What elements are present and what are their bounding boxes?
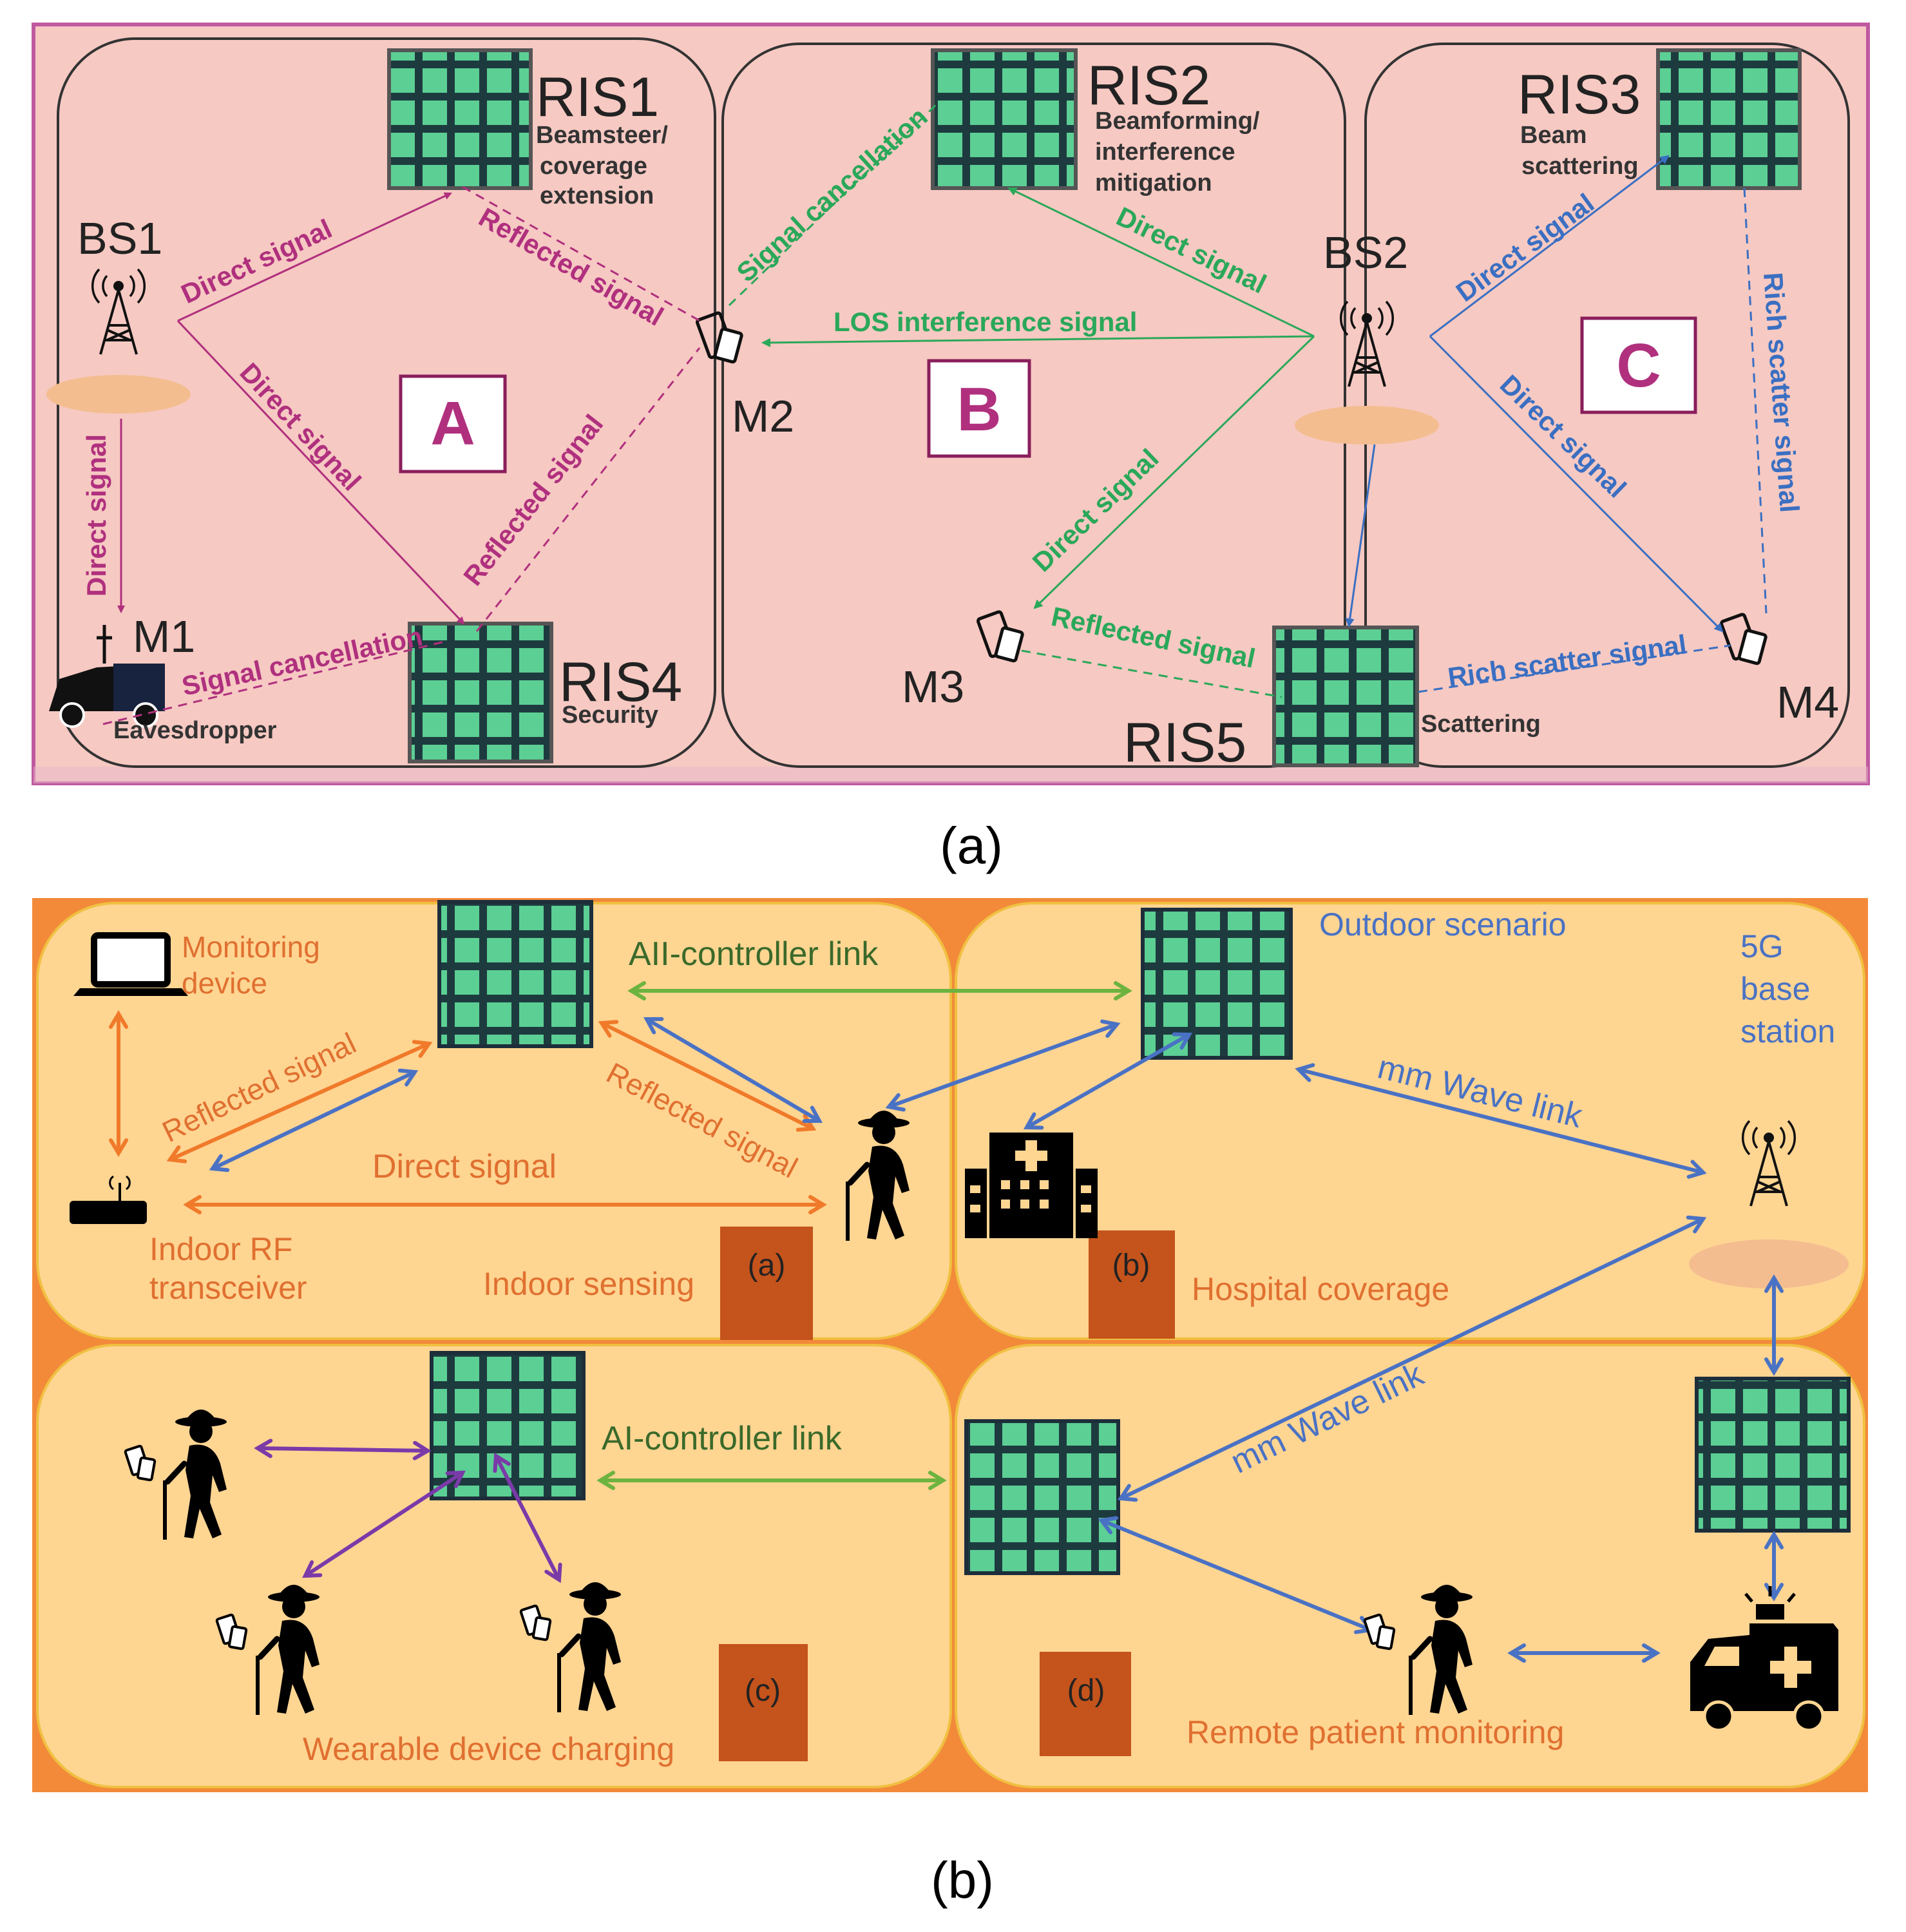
ris5-desc-1: Scattering	[1421, 711, 1541, 738]
link-m1-ris4	[102, 640, 445, 725]
arrow-ris-elder3	[493, 1452, 562, 1583]
router-icon	[70, 1175, 147, 1224]
monitoring-device-line1: Monitoring	[182, 930, 320, 964]
arrow-ris-elder2	[302, 1470, 466, 1578]
arrow-hospital-ris	[1023, 1032, 1193, 1130]
caption-a: (a)	[940, 817, 1003, 874]
m1-label: M1	[133, 611, 195, 662]
arrow-ris-elder-blue	[643, 1017, 823, 1124]
link-los	[761, 335, 1315, 347]
arrow-ris-bs5g	[1295, 1063, 1707, 1179]
ris3-desc-1: Beam	[1520, 122, 1587, 149]
panel-a: A B C RIS1 Beamsteer/ coverage extension…	[32, 23, 1870, 785]
ris1-surface	[387, 48, 533, 190]
ris3-name: RIS3	[1518, 64, 1641, 126]
link-bs2-ris3	[1429, 155, 1670, 338]
zone-c-frame	[1364, 43, 1850, 768]
bs1-disk	[46, 375, 191, 414]
zone-b-label: B	[957, 375, 1001, 444]
link-ris5-m3	[1021, 649, 1282, 698]
link-bs2-ris5	[1345, 444, 1376, 627]
m4-label: M4	[1777, 677, 1839, 727]
zone-c-label: C	[1616, 331, 1661, 400]
label-base-station-3: station	[1740, 1013, 1835, 1049]
label-outdoor-scenario: Outdoor scenario	[1319, 906, 1567, 942]
laptop-icon	[73, 932, 188, 996]
link-bs2-m4	[1429, 335, 1724, 633]
ris-indoor	[437, 900, 593, 1048]
ris3-desc-2: scattering	[1521, 153, 1639, 180]
label-base-station-1: 5G	[1740, 928, 1784, 964]
subpanel-d-label: (d)	[1067, 1674, 1105, 1708]
label-los: LOS interference signal	[834, 307, 1137, 337]
subpanel-a-label: (a)	[748, 1248, 786, 1283]
subpanel-c-box	[719, 1644, 808, 1761]
ris2-desc-1: Beamforming/	[1095, 108, 1260, 135]
indoor-rf-line1: Indoor RF	[149, 1231, 292, 1267]
label-bs1-m1: Direct signal	[81, 434, 111, 597]
link-bs2-ris2	[1007, 187, 1315, 338]
arrow-ris-remote-bs5g	[1117, 1215, 1707, 1502]
eavesdropper-label: Eavesdropper	[113, 717, 277, 744]
zone-b-frame	[721, 43, 1346, 768]
link-m2-ris2	[728, 100, 940, 307]
subpanel-c-label: (c)	[745, 1674, 781, 1708]
m3-label: M3	[902, 662, 964, 712]
ris-remote	[964, 1419, 1120, 1575]
subpanel-d-box	[1040, 1652, 1131, 1756]
ris1-desc-1: Beamsteer/	[536, 122, 668, 149]
ris2-name: RIS2	[1087, 55, 1210, 117]
subpanel-b-label: (b)	[1112, 1248, 1150, 1283]
label-wearable-charging: Wearable device charging	[303, 1731, 674, 1767]
ris4-surface	[408, 622, 553, 763]
link-ris4-m2	[475, 347, 701, 632]
ris1-desc-3: extension	[540, 182, 654, 209]
bs2-label: BS2	[1323, 227, 1408, 278]
label-indoor-sensing: Indoor sensing	[483, 1266, 694, 1302]
label-ai-link-top: AII-controller link	[629, 935, 879, 973]
subpanel-b-box	[1089, 1230, 1175, 1339]
ris2-surface	[931, 48, 1078, 190]
ris4-name: RIS4	[559, 651, 682, 713]
arrow-router-ris-blue	[209, 1068, 419, 1172]
label-hospital-coverage: Hospital coverage	[1192, 1271, 1449, 1307]
ris1-name: RIS1	[536, 66, 659, 128]
arrow-ris-elder-remote	[1098, 1516, 1375, 1634]
label-remote-monitoring: Remote patient monitoring	[1186, 1714, 1564, 1750]
ambulance-icon	[1690, 1586, 1838, 1732]
link-bs2-m3	[1033, 335, 1315, 609]
monitoring-device-line2: device	[182, 966, 267, 1000]
label-ai-link-bottom: AI-controller link	[602, 1420, 843, 1457]
hospital-icon	[965, 1133, 1098, 1238]
ris5-surface	[1272, 626, 1419, 767]
ris-outdoor	[1141, 908, 1293, 1060]
link-bs1-ris1	[177, 192, 452, 322]
arrow-ris-elder1	[254, 1439, 432, 1460]
bs1-label: BS1	[77, 213, 162, 263]
ris3-surface	[1656, 48, 1802, 190]
ris2-desc-2: interference	[1095, 139, 1235, 166]
ris5-name: RIS5	[1123, 712, 1246, 774]
label-direct-signal: Direct signal	[372, 1148, 557, 1185]
indoor-rf-line2: transceiver	[149, 1270, 307, 1306]
link-bs1-ris4	[176, 320, 465, 625]
ris-ambulance	[1695, 1377, 1851, 1533]
caption-b: (b)	[931, 1851, 994, 1909]
van-icon	[49, 625, 165, 728]
zone-a-label: A	[430, 389, 475, 458]
label-base-station-2: base	[1740, 971, 1810, 1007]
m2-label: M2	[732, 391, 794, 441]
panel-b: (a) (b) (c) (d) Monitoring device Indoor…	[32, 898, 1868, 1792]
link-ris5-m4	[1418, 644, 1731, 693]
ris1-desc-2: coverage	[540, 153, 647, 180]
ris2-desc-3: mitigation	[1095, 169, 1212, 196]
bs2-disk	[1295, 406, 1439, 445]
ris4-desc-1: Security	[562, 702, 658, 729]
bs5g-disk	[1689, 1239, 1849, 1288]
subpanel-a-box	[720, 1227, 813, 1340]
